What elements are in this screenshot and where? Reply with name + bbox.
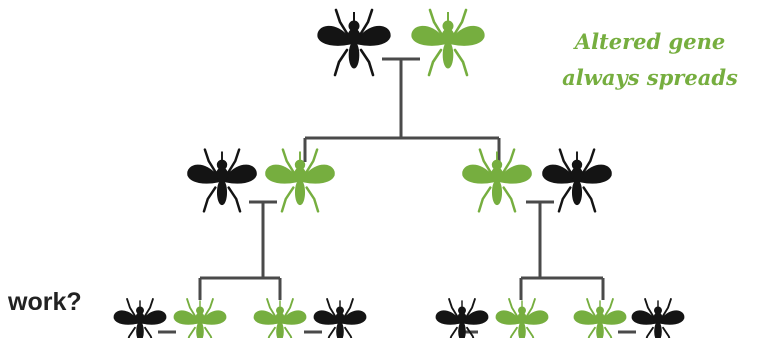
green-mosquito-icon (495, 298, 549, 338)
green-mosquito-icon (253, 298, 307, 338)
inheritance-lines (158, 57, 636, 334)
black-mosquito-icon (435, 298, 489, 338)
caption-line-1: Altered gene (574, 29, 726, 54)
green-mosquito-icon (173, 298, 227, 338)
black-mosquito-icon (316, 8, 392, 77)
black-mosquito-icon (631, 298, 685, 338)
caption-line-2: always spreads (562, 65, 738, 90)
question-fragment-label: work? (8, 288, 82, 316)
green-mosquito-icon (461, 148, 533, 213)
altered-gene-caption: Altered gene always spreads (540, 24, 760, 96)
green-mosquito-icon (410, 8, 486, 77)
black-mosquito-icon (186, 148, 258, 213)
